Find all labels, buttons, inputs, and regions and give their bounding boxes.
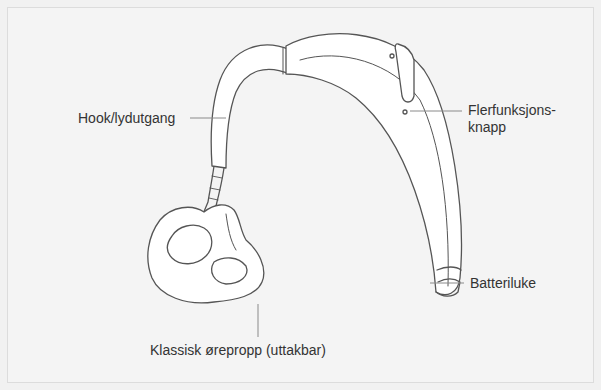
leader-line	[410, 111, 462, 112]
multifunction-button	[395, 44, 414, 102]
part-label: Klassisk ørepropp (uttakbar)	[150, 342, 326, 359]
earmold-canal-part	[212, 258, 247, 284]
part-label: Flerfunksjons- knapp	[468, 102, 556, 136]
indicator-dot	[403, 110, 407, 114]
earmold-edge	[226, 214, 236, 250]
part-label: Batteriluke	[470, 275, 536, 292]
panel-frame	[8, 8, 594, 383]
leader-line	[258, 304, 259, 337]
hook-joint	[283, 48, 284, 74]
earmold-concha-opening	[168, 225, 212, 264]
earmold	[148, 205, 264, 303]
hook	[211, 45, 290, 168]
body-seam	[300, 56, 448, 286]
leader-line	[430, 283, 464, 284]
part-label: Hook/lydutgang	[78, 110, 175, 127]
leader-line	[190, 118, 226, 119]
tube-rings	[209, 176, 222, 200]
indicator-dot	[390, 54, 394, 58]
battery-door	[436, 267, 461, 296]
hearing-aid-body	[286, 34, 461, 295]
